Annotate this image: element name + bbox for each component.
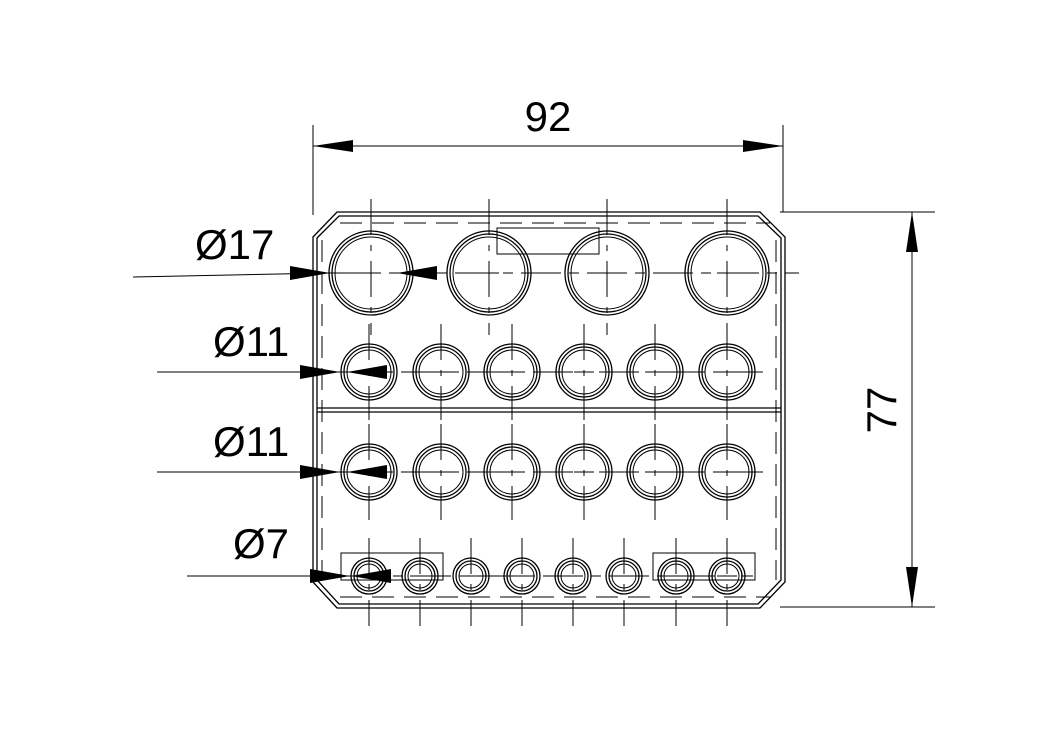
hole <box>657 538 695 626</box>
plate-outline <box>312 211 786 609</box>
hole <box>564 199 650 335</box>
arrowhead-icon <box>397 266 437 280</box>
hole <box>446 199 532 335</box>
hole-row <box>345 538 753 626</box>
hole <box>554 538 592 626</box>
arrowhead-icon <box>310 569 350 583</box>
diameter-callout: Ø11 <box>157 418 387 479</box>
arrowhead-icon <box>347 465 387 479</box>
hole <box>452 538 490 626</box>
hole <box>503 538 541 626</box>
hole-row <box>323 199 799 335</box>
hole-row <box>335 424 763 520</box>
arrowhead-icon <box>300 465 340 479</box>
diameter-label: Ø11 <box>213 418 289 465</box>
diameter-label: Ø7 <box>233 520 289 567</box>
diameter-callout: Ø17 <box>132 221 437 280</box>
hole <box>684 199 770 335</box>
arrowhead-icon <box>743 140 783 152</box>
arrowhead-icon <box>290 266 330 280</box>
dimensions: 92 77 <box>312 93 935 608</box>
arrowhead-icon <box>347 365 387 379</box>
hole <box>350 538 388 626</box>
diameter-callout: Ø11 <box>157 318 387 379</box>
hole <box>328 199 414 335</box>
width-dimension-label: 92 <box>525 93 572 140</box>
hole <box>708 538 746 626</box>
arrowhead-icon <box>313 140 353 152</box>
diameter-label: Ø17 <box>195 221 274 268</box>
arrowhead-icon <box>351 569 391 583</box>
hole <box>401 538 439 626</box>
width-dimension: 92 <box>312 93 784 215</box>
arrowhead-icon <box>906 212 918 252</box>
diameter-label: Ø11 <box>213 318 289 365</box>
hole <box>605 538 643 626</box>
height-dimension-label: 77 <box>858 387 905 434</box>
arrowhead-icon <box>906 567 918 607</box>
hole-pattern <box>323 199 799 626</box>
arrowhead-icon <box>300 365 340 379</box>
diameter-callout: Ø7 <box>187 520 391 583</box>
hole-row <box>335 324 763 420</box>
height-dimension: 77 <box>780 211 935 608</box>
